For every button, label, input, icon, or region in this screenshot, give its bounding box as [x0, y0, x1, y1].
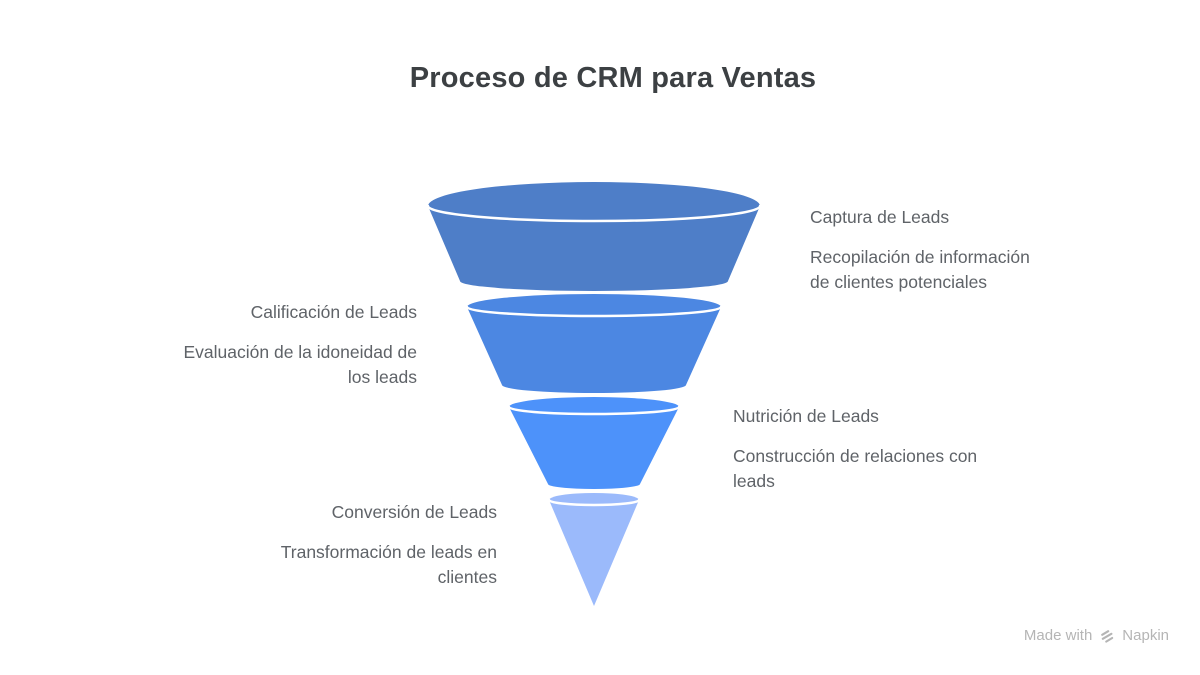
stage-2-description: Evaluación de la idoneidad de los leads: [183, 342, 417, 387]
funnel-stage-4-rim: [547, 498, 641, 507]
stage-1-label: Captura de Leads Recopilación de informa…: [810, 205, 1032, 295]
funnel-stage-2: [465, 294, 723, 393]
stage-3-name: Nutrición de Leads: [733, 406, 879, 426]
stage-1-name: Captura de Leads: [810, 207, 950, 227]
stage-2-name: Calificación de Leads: [250, 302, 417, 322]
funnel-stage-1-shape: [428, 182, 760, 291]
funnel-stage-2-rim: [465, 305, 723, 318]
funnel-stage-1-rim: [426, 204, 762, 223]
stage-3-label: Nutrición de Leads Construcción de relac…: [733, 404, 981, 494]
funnel-stage-3-rim: [507, 405, 681, 416]
diagram-title: Proceso de CRM para Ventas: [409, 62, 817, 94]
watermark-brand: Napkin: [1122, 627, 1169, 644]
stage-3-description: Construcción de relaciones con leads: [733, 446, 978, 491]
funnel-stage-3-shape: [509, 397, 679, 489]
stage-1-description: Recopilación de información de clientes …: [810, 247, 1030, 292]
funnel-stage-4: [547, 493, 641, 606]
stage-4-label: Conversión de Leads Transformación de le…: [262, 500, 497, 590]
napkin-logo-icon: [1099, 628, 1115, 644]
funnel-stage-3: [507, 397, 681, 489]
funnel-stage-1: [426, 182, 762, 291]
funnel-stage-4-shape: [549, 493, 639, 606]
watermark-prefix: Made with: [1023, 627, 1093, 644]
watermark: Made with Napkin: [1024, 627, 1169, 644]
stage-2-label: Calificación de Leads Evaluación de la i…: [169, 300, 417, 390]
stage-4-description: Transformación de leads en clientes: [280, 542, 497, 587]
funnel-stage-2-shape: [467, 294, 721, 393]
stage-4-name: Conversión de Leads: [331, 502, 497, 522]
